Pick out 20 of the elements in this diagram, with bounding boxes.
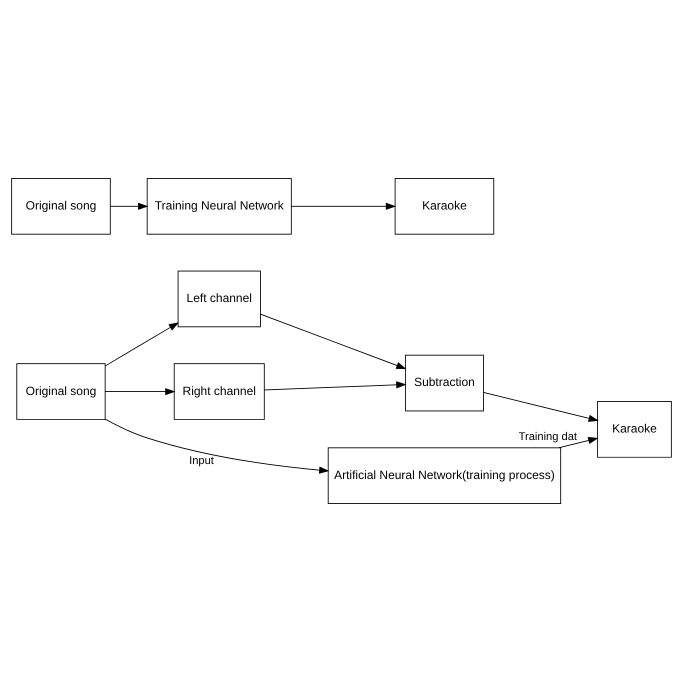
node-box: Training Neural Network	[146, 178, 292, 234]
node-box: Karaoke	[597, 400, 672, 458]
edge-label: Input	[189, 454, 214, 467]
arrow	[260, 313, 406, 369]
arrow	[291, 202, 396, 210]
arrow	[483, 392, 599, 422]
node-box: Right channel	[174, 362, 265, 420]
arrow	[110, 202, 148, 210]
arrow	[105, 388, 176, 395]
node-box: Subtraction	[404, 354, 484, 411]
arrow	[264, 380, 407, 390]
arrow	[558, 436, 598, 448]
node-box: Artificial Neural Network(training process)	[328, 446, 562, 504]
edge-label: Training dat	[518, 430, 578, 442]
arrow	[104, 418, 330, 474]
node-box: Original song	[11, 178, 111, 234]
node-box: Original song	[16, 362, 106, 420]
arrow	[105, 322, 180, 366]
node-box: Left channel	[178, 270, 261, 327]
node-box: Karaoke	[394, 178, 494, 234]
